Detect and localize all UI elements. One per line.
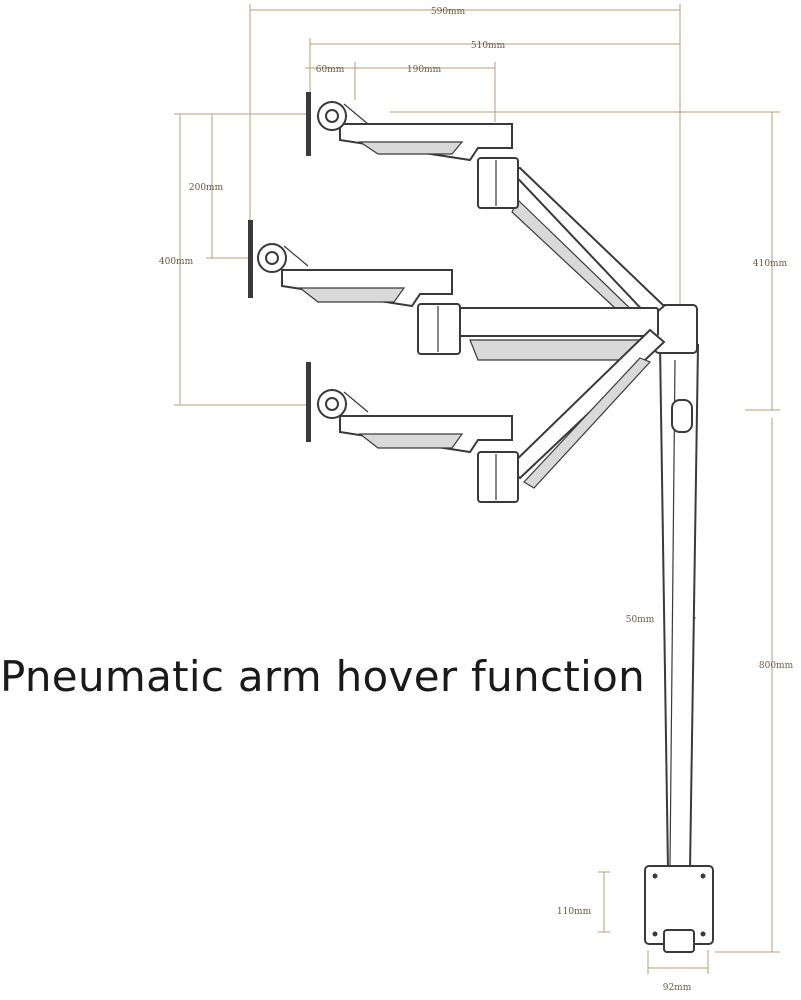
pole	[654, 304, 700, 871]
dim-total-travel: 400mm	[159, 257, 194, 267]
arm-upper	[306, 92, 666, 323]
dim-clamp-height: 110mm	[557, 907, 592, 917]
dimension-lines	[174, 4, 780, 974]
dim-pole-width: 50mm	[626, 615, 655, 625]
dim-vesa-offset: 60mm	[316, 65, 345, 75]
arm-middle	[248, 220, 659, 361]
caption: Pneumatic arm hover function	[0, 652, 646, 701]
dim-tray-length: 190mm	[407, 65, 442, 75]
dim-arm-height: 410mm	[753, 259, 788, 269]
dim-pole-height: 800mm	[759, 661, 794, 671]
arm-lower	[306, 328, 666, 503]
dim-base-width: 92mm	[663, 983, 692, 993]
base-plate	[644, 865, 714, 953]
dim-overall-reach: 590mm	[431, 7, 466, 17]
dim-reach-inner: 510mm	[471, 41, 506, 51]
dim-step-height: 200mm	[189, 183, 224, 193]
